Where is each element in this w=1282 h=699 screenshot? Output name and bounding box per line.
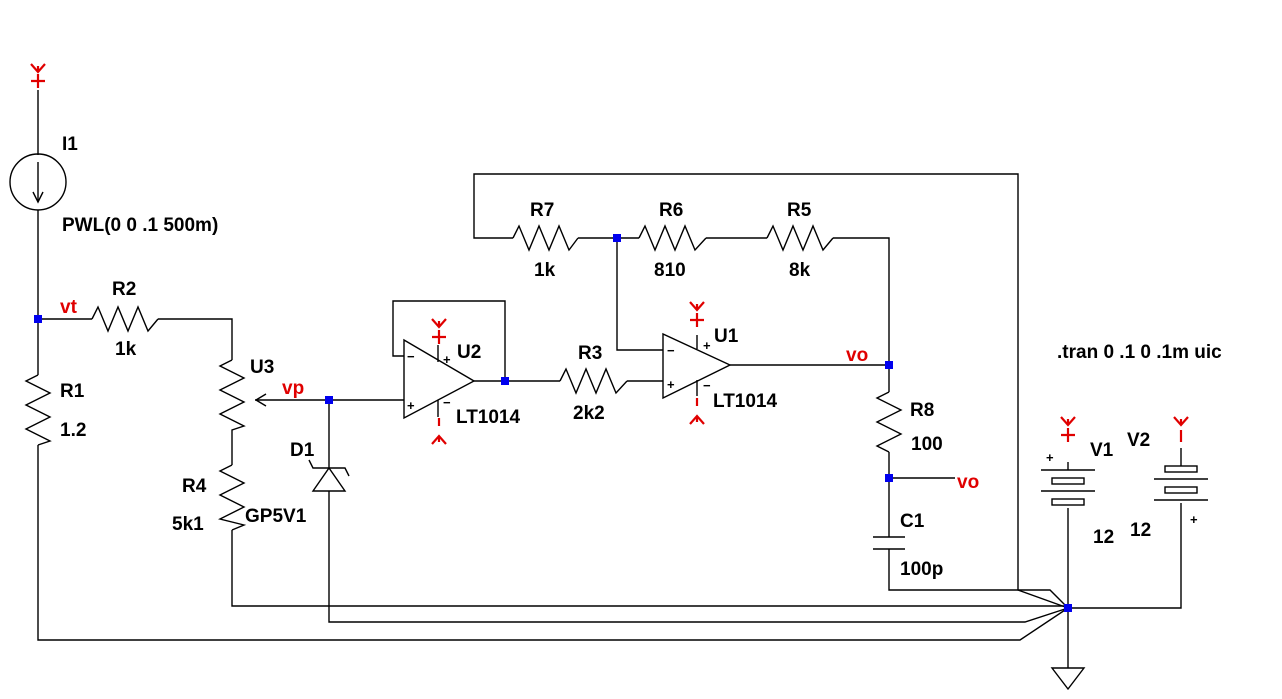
u1-model-label: LT1014 [713, 391, 778, 412]
junctions [34, 234, 1072, 612]
resistor-r3[interactable] [559, 367, 628, 395]
junction-vp [325, 396, 333, 404]
resistor-r5[interactable] [766, 224, 834, 252]
r8-value-label: 100 [911, 434, 943, 455]
resistor-r7[interactable] [512, 224, 579, 252]
opamp-u1[interactable]: − + + − [662, 332, 732, 400]
r4-value-label: 5k1 [172, 514, 204, 535]
u1-vminus-sign: − [703, 378, 711, 393]
u2-noninv-sign: + [407, 398, 415, 413]
v1-ref-label: V1 [1090, 440, 1114, 461]
zener-diode-d1[interactable] [308, 455, 350, 510]
r7-value-label: 1k [534, 260, 556, 281]
current-source-circle-icon [9, 153, 67, 211]
resistor-r1[interactable] [24, 374, 52, 446]
wiper-arrow-icon [255, 393, 267, 407]
u2-vminus-sign: − [443, 395, 451, 410]
wires [37, 90, 1182, 668]
ground-icon [1050, 667, 1086, 691]
v2-ref-label: V2 [1127, 430, 1150, 451]
net-label-vo-2: vo [957, 472, 979, 493]
u3-ref-label: U3 [250, 357, 274, 378]
c1-value-label: 100p [900, 559, 943, 580]
d1-ref-label: D1 [290, 440, 315, 461]
supply-flag-i1 [30, 63, 46, 88]
net-label-vo-1: vo [846, 345, 868, 366]
u2-ref-label: U2 [457, 342, 481, 363]
r1-ref-label: R1 [60, 381, 85, 402]
supply-flag-v1 [1060, 416, 1076, 442]
supply-flag-u1-neg [689, 398, 705, 425]
u2-model-label: LT1014 [456, 407, 521, 428]
r2-value-label: 1k [115, 339, 137, 360]
junction-gnd [1064, 604, 1072, 612]
i1-ref-label: I1 [62, 134, 78, 155]
supply-flag-u2-pos [431, 318, 447, 344]
resistor-r8[interactable] [875, 391, 903, 453]
supply-flag-u2-neg [431, 418, 447, 445]
capacitor-c1[interactable] [873, 536, 905, 550]
u2-inv-sign: − [407, 349, 415, 364]
r3-ref-label: R3 [578, 343, 602, 364]
r1-value-label: 1.2 [60, 420, 86, 441]
r5-ref-label: R5 [787, 200, 812, 221]
net-label-vp: vp [282, 378, 304, 399]
r5-value-label: 8k [789, 260, 811, 281]
junction-r8-c1 [885, 474, 893, 482]
r8-ref-label: R8 [910, 400, 934, 421]
u1-vplus-sign: + [703, 338, 711, 353]
v1-plus-sign: + [1046, 450, 1054, 465]
u1-inv-sign: − [667, 343, 675, 358]
r4-ref-label: R4 [182, 476, 207, 497]
supply-flag-v2 [1173, 416, 1189, 442]
net-label-vt: vt [60, 297, 78, 318]
potentiometer-u3-upper[interactable] [218, 359, 246, 465]
resistor-r6[interactable] [638, 224, 707, 252]
resistor-r2[interactable] [91, 305, 159, 333]
r3-value-label: 2k2 [573, 403, 605, 424]
i1-value-label: PWL(0 0 .1 500m) [62, 215, 218, 236]
c1-ref-label: C1 [900, 511, 925, 532]
u3-model-label: GP5V1 [245, 506, 307, 527]
supply-flag-u1-pos [689, 301, 705, 327]
junction-vt [34, 315, 42, 323]
current-source-i1[interactable] [9, 153, 67, 211]
resistor-r4[interactable] [217, 464, 247, 531]
r2-ref-label: R2 [112, 279, 136, 300]
spice-directive[interactable]: .tran 0 .1 0 .1m uic [1057, 342, 1222, 363]
u2-vplus-sign: + [443, 352, 451, 367]
battery-v2[interactable]: + [1154, 465, 1208, 527]
r7-ref-label: R7 [530, 200, 554, 221]
v1-value-label: 12 [1093, 527, 1114, 548]
u1-noninv-sign: + [667, 377, 675, 392]
r6-value-label: 810 [654, 260, 686, 281]
v2-value-label: 12 [1130, 520, 1151, 541]
opamp-u2[interactable]: − + + − [403, 338, 476, 420]
u1-ref-label: U1 [714, 326, 739, 347]
junction-r7-r6 [613, 234, 621, 242]
junction-u1-out [885, 361, 893, 369]
v2-plus-sign: + [1190, 512, 1198, 527]
battery-v1[interactable]: + [1041, 450, 1095, 506]
r6-ref-label: R6 [659, 200, 683, 221]
junction-u2-out [501, 377, 509, 385]
